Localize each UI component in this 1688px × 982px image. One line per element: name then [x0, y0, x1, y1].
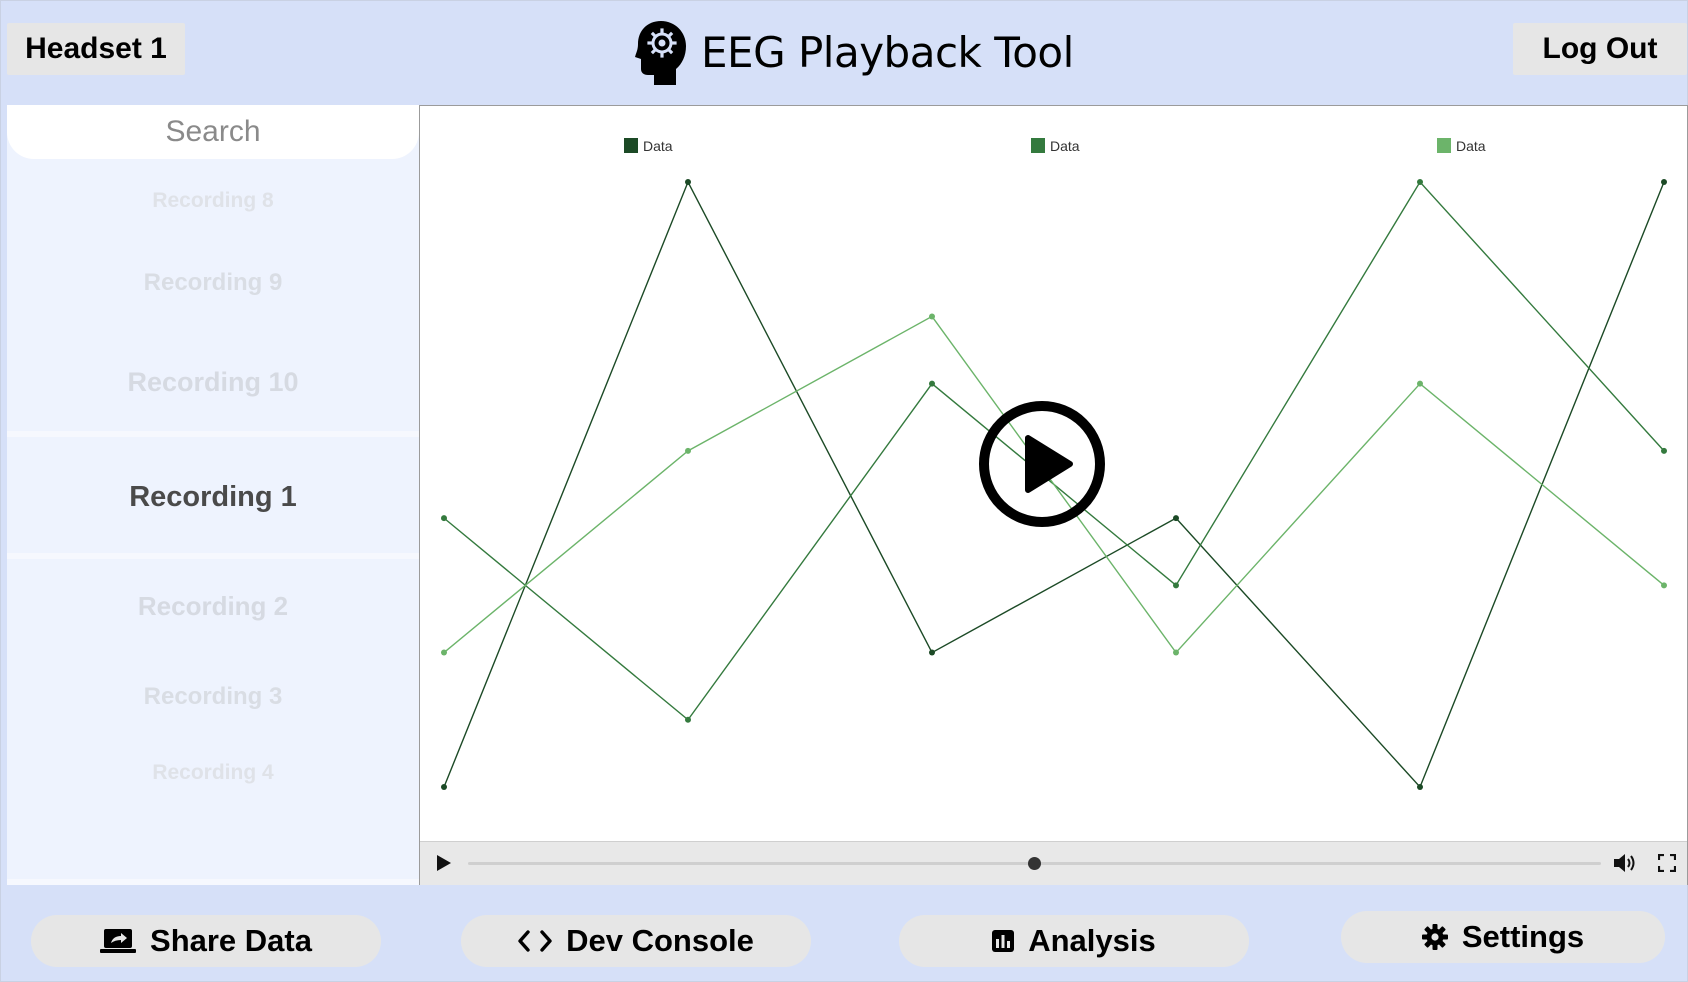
legend-swatch [1437, 138, 1451, 153]
data-point [685, 447, 691, 454]
series-line [443, 180, 1665, 789]
recording-item[interactable]: Recording 2 [137, 591, 289, 621]
analysis-button[interactable]: Analysis [899, 915, 1249, 967]
legend-swatch [1031, 138, 1045, 153]
data-point [1173, 649, 1179, 656]
data-point [685, 179, 691, 185]
selected-recording-band [7, 431, 419, 559]
fullscreen-icon[interactable] [1658, 854, 1676, 872]
recording-item[interactable]: Recording 10 [127, 367, 299, 397]
playback-panel: Data Data Data [419, 105, 1688, 885]
data-point [1417, 784, 1423, 790]
dev-console-button[interactable]: Dev Console [461, 915, 811, 967]
headset-selector-button[interactable]: Headset 1 [7, 23, 185, 75]
data-point [929, 649, 935, 656]
data-point [441, 515, 447, 522]
settings-label: Settings [1461, 919, 1585, 954]
recording-item[interactable]: Recording 3 [143, 683, 283, 710]
head-gear-icon [635, 19, 687, 85]
share-data-button[interactable]: Share Data [31, 915, 381, 967]
data-point [1173, 582, 1179, 589]
app-header: EEG Playback Tool [635, 17, 1074, 87]
data-point [929, 380, 935, 387]
data-point [1661, 447, 1667, 454]
volume-icon[interactable] [1613, 852, 1639, 874]
logout-button[interactable]: Log Out [1513, 23, 1687, 75]
data-point [1661, 179, 1667, 185]
series-line [443, 315, 1665, 654]
play-overlay-button[interactable] [978, 400, 1106, 528]
legend-swatch [624, 138, 638, 153]
legend-label: Data [1456, 138, 1486, 154]
search-input[interactable]: Search [7, 105, 419, 159]
eeg-line-chart: Data Data Data [441, 138, 1667, 790]
data-point [1173, 515, 1179, 522]
data-point [1417, 179, 1423, 185]
recordings-sidebar: Search Recording 8 Recording 9 Recording… [7, 105, 419, 885]
settings-button[interactable]: Settings [1341, 911, 1665, 963]
data-point [441, 649, 447, 656]
legend-label: Data [643, 138, 673, 154]
dev-console-label: Dev Console [566, 923, 754, 958]
analysis-label: Analysis [1028, 923, 1156, 958]
legend-label: Data [1050, 138, 1080, 154]
player-controls [420, 841, 1687, 885]
recording-item[interactable]: Recording 4 [152, 761, 274, 784]
page-title: EEG Playback Tool [701, 27, 1074, 77]
recording-item-selected[interactable]: Recording 1 [129, 481, 297, 513]
code-icon [518, 929, 552, 953]
share-data-label: Share Data [150, 923, 312, 958]
bar-chart-icon [992, 930, 1015, 952]
data-point [441, 784, 447, 790]
recording-item[interactable]: Recording 8 [152, 189, 274, 212]
play-icon[interactable] [436, 854, 452, 872]
recording-item[interactable]: Recording 9 [143, 269, 283, 296]
gear-icon [1421, 924, 1448, 950]
data-point [1661, 582, 1667, 589]
data-point [685, 716, 691, 723]
sidebar-divider [7, 879, 419, 885]
data-point [929, 313, 935, 320]
data-point [1417, 380, 1423, 387]
share-screen-icon [100, 928, 137, 954]
progress-handle[interactable] [1028, 857, 1041, 870]
